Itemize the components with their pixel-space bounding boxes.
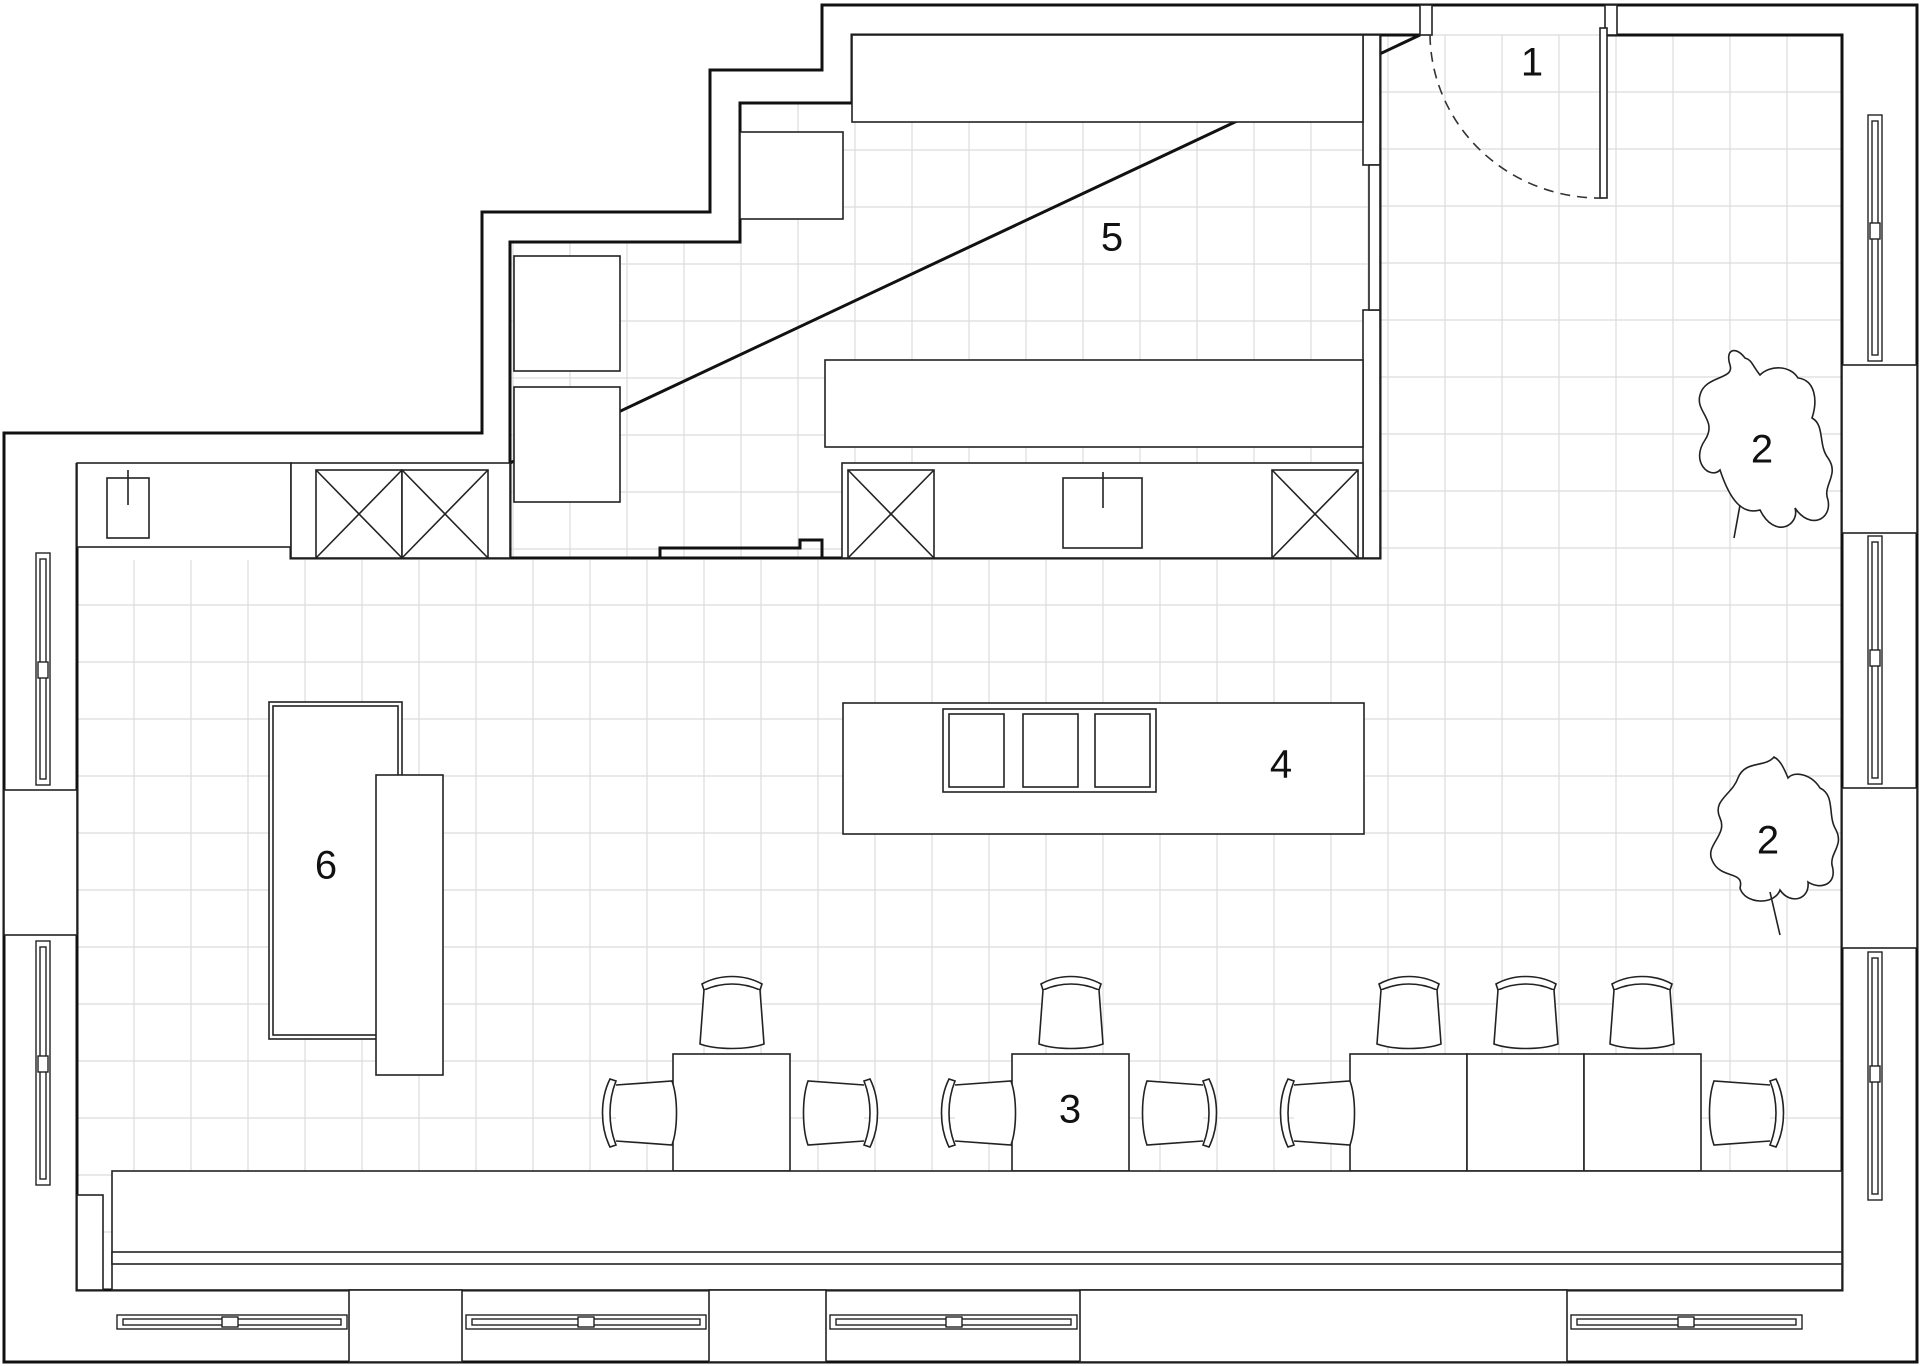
back-counter — [76, 462, 292, 548]
chair — [940, 1078, 1017, 1148]
chair — [1141, 1078, 1218, 1148]
chair — [699, 975, 765, 1050]
windows — [35, 114, 1883, 1330]
cabinet-units-left — [290, 462, 511, 559]
dining-table-3 — [1349, 1053, 1702, 1172]
kitchen-sink — [1062, 472, 1143, 549]
chair — [802, 1078, 879, 1148]
service-island — [842, 702, 1365, 835]
kitchen-shelf-box — [739, 131, 844, 220]
chair — [1376, 975, 1442, 1050]
chair — [1038, 975, 1104, 1050]
label-plant-lower: 2 — [1757, 819, 1779, 863]
kitchen-counter-top — [851, 34, 1364, 123]
kitchen-prep-counter — [824, 359, 1364, 448]
kitchen-appliance-upper — [513, 255, 621, 372]
room-labels: 1 2 2 3 4 5 6 — [315, 41, 1779, 1132]
label-entrance: 1 — [1521, 41, 1543, 85]
chairs — [601, 975, 1785, 1148]
plant-upper — [1698, 349, 1834, 539]
label-island: 4 — [1270, 743, 1292, 787]
chair — [1493, 975, 1559, 1050]
wall-piers — [3, 364, 1918, 1363]
label-plant-upper: 2 — [1751, 428, 1773, 472]
dining-table-1 — [672, 1053, 791, 1172]
dining-table-2 — [1011, 1053, 1130, 1172]
bench-seat — [76, 1170, 1843, 1291]
label-tables: 3 — [1059, 1088, 1081, 1132]
chair — [1279, 1078, 1356, 1148]
label-display: 6 — [315, 844, 337, 888]
label-kitchen: 5 — [1101, 216, 1123, 260]
chair — [1708, 1078, 1785, 1148]
entrance-door[interactable] — [1419, 4, 1618, 199]
kitchen-appliance-lower — [513, 386, 621, 503]
chair — [1609, 975, 1675, 1050]
plant-lower — [1709, 755, 1840, 936]
display-unit — [268, 701, 444, 1076]
chair — [601, 1078, 678, 1148]
